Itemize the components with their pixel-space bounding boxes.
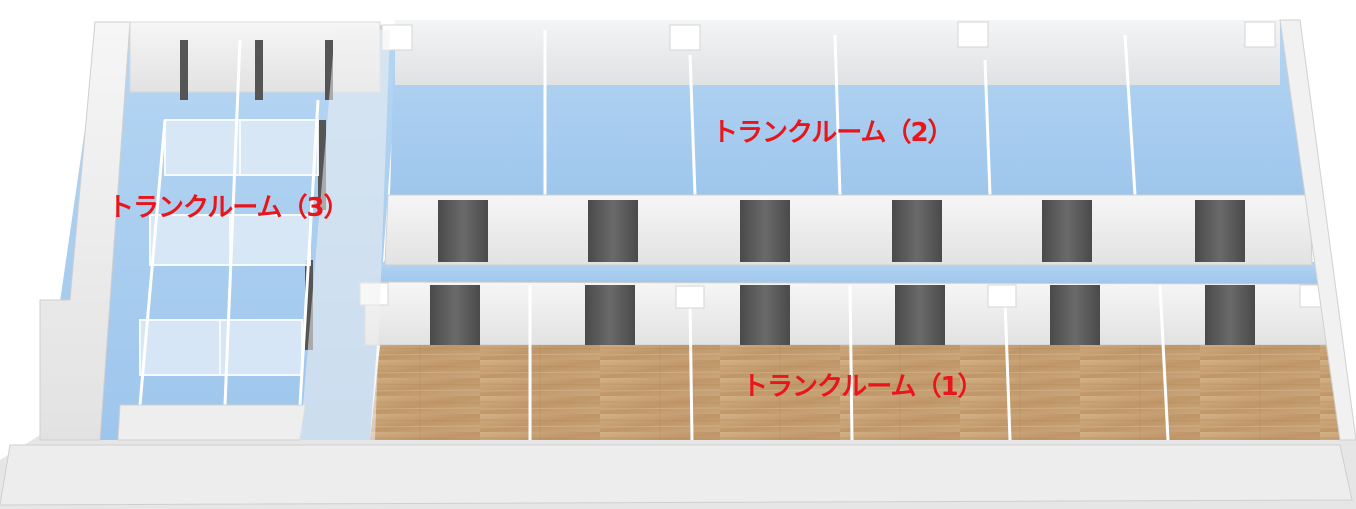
right-end-wall [1279, 19, 1356, 441]
room-label-3: トランクルーム（3） [108, 193, 350, 223]
floor-corridor [365, 260, 1325, 285]
room-label-2: トランクルーム（2） [712, 118, 954, 148]
room-block-1 [359, 281, 1340, 441]
building-front-wall [0, 444, 1353, 506]
room-block-3 [39, 21, 390, 441]
room-block-2 [381, 20, 1313, 266]
room-label-1: トランクルーム（1） [742, 372, 984, 402]
